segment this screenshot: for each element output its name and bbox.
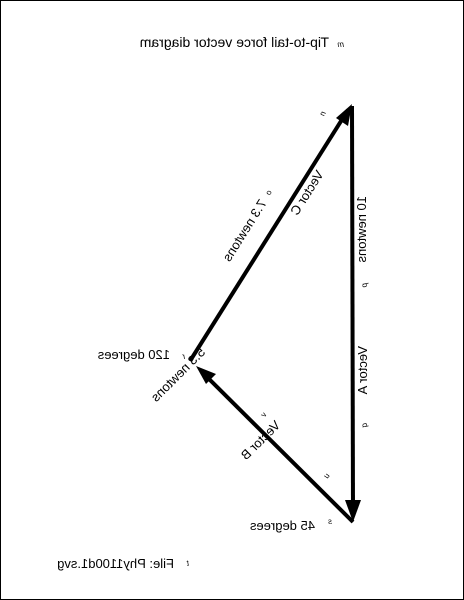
vector-a-marker: q [360, 423, 369, 428]
angle-120-marker: r [182, 352, 185, 361]
vector-a-magnitude-marker: p [360, 282, 369, 288]
vector-c-marker: n [317, 109, 327, 118]
title-marker: m [337, 40, 344, 49]
diagram-title: Tip-to-tail force vector diagram [140, 34, 329, 50]
vector-a-arrow [350, 105, 355, 515]
file-label: File: Phy1100d1.svg [57, 556, 174, 571]
vector-a-arrowhead [345, 500, 361, 522]
angle-120-label: 120 degrees [97, 347, 170, 362]
vector-b-marker: u [322, 471, 332, 481]
angle-45-marker: s [328, 517, 332, 526]
vector-b-arrow [200, 370, 355, 524]
file-marker: t [186, 559, 189, 568]
vector-a-magnitude: 10 newtons [354, 196, 369, 263]
vector-b-arrowhead [196, 366, 216, 384]
vector-b-magnitude-marker: v [259, 410, 269, 420]
vector-a-label: Vector A [355, 346, 370, 395]
vector-c-magnitude-marker: o [263, 188, 273, 197]
vector-b-label: Vector B [238, 417, 283, 462]
angle-45-label: 45 degrees [249, 518, 315, 533]
vector-c-arrow [188, 108, 350, 363]
vector-c-magnitude: 7.3 newtons [219, 197, 269, 265]
vector-c-arrowhead [336, 104, 352, 126]
